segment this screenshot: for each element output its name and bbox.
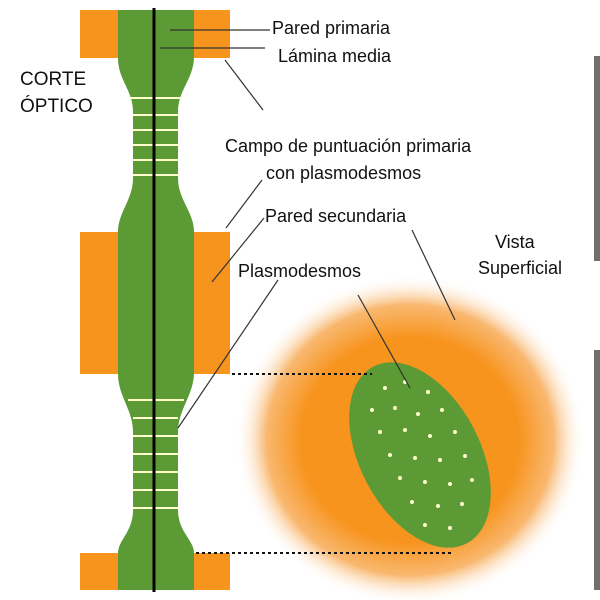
corte-optico-label-line2: ÓPTICO <box>20 95 93 117</box>
pared-secundaria-label: Pared secundaria <box>265 206 407 226</box>
leader-lines <box>160 29 456 429</box>
corte-optico-label-line1: CORTE <box>20 69 86 90</box>
right-edge-bar-top <box>594 56 600 261</box>
plasmodesmos-label: Plasmodesmos <box>238 261 361 281</box>
campo-label-line1: Campo de puntuación primaria <box>225 136 472 156</box>
surface-view-pit-field <box>349 362 491 548</box>
campo-label-line2: con plasmodesmos <box>266 163 421 183</box>
vista-label-line1: Vista <box>495 232 536 252</box>
primary-wall <box>118 10 194 590</box>
lamina-media-label: Lámina media <box>278 46 392 66</box>
right-edge-bar-bottom <box>594 350 600 590</box>
pared-primaria-label: Pared primaria <box>272 18 391 38</box>
vista-label-line2: Superficial <box>478 258 562 278</box>
